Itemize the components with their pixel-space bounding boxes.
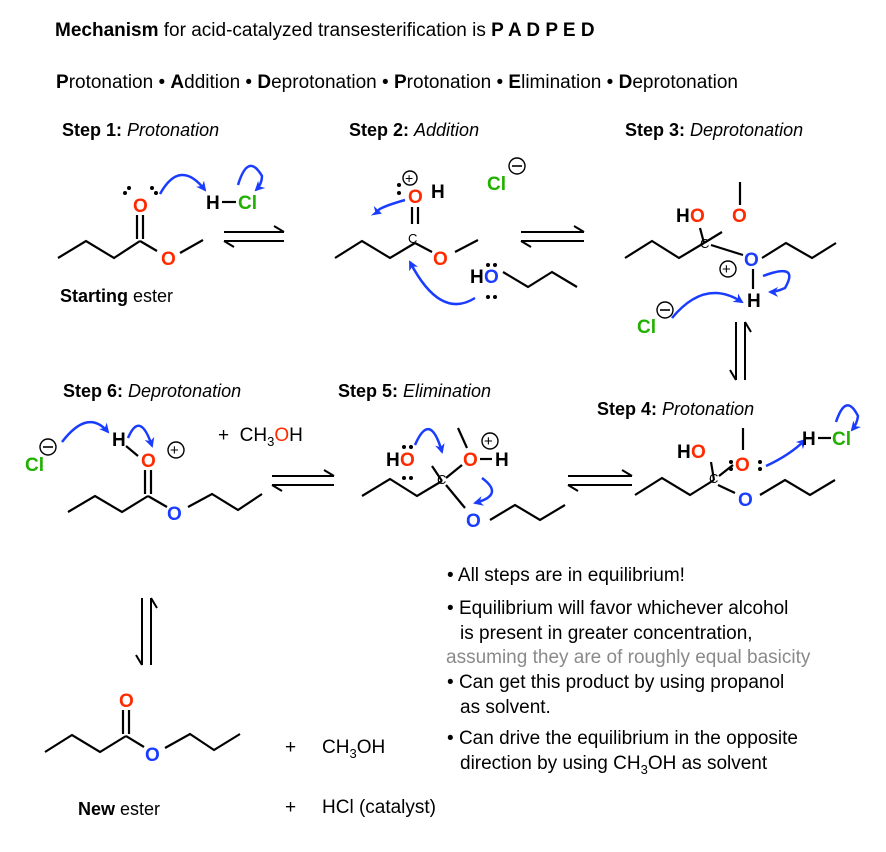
step4-ho-h: H [677, 442, 691, 463]
equilibrium-5-6 [271, 469, 335, 492]
step2-c: C [408, 231, 417, 246]
step5-arrow-leave [473, 476, 494, 506]
svg-text:+: + [405, 170, 413, 186]
step4-propoxy-o: O [738, 490, 753, 511]
svg-text:C: C [437, 472, 446, 487]
note-4-line-1: • Can drive the equilibrium in the oppos… [447, 728, 798, 749]
step1-cl: Cl [238, 193, 257, 214]
step3-h: H [747, 291, 761, 312]
note-2-gray-line: assuming they are of roughly equal basic… [446, 647, 811, 668]
step2-propanol-o: O [484, 267, 499, 288]
new-ester-propoxy-o: O [145, 745, 160, 766]
step1-arrow-to-h [158, 173, 207, 195]
step4-arrow-to-cl [834, 404, 861, 432]
step6-propoxy-o: O [167, 504, 182, 525]
step6-arrow-to-h [61, 420, 110, 443]
step4-h: H [802, 429, 816, 450]
step3-oxonium-o: O [744, 250, 759, 271]
bottom-methanol: CH3OH [322, 737, 386, 761]
note-4-line-2: direction by using CH3OH as solvent [460, 753, 768, 777]
step1-lone-pairs [123, 186, 158, 195]
step3-methoxy-o: O [732, 206, 747, 227]
step2-cl: Cl [487, 174, 506, 195]
step4-arrow-to-h [765, 438, 807, 468]
step2-arrow-pi [370, 198, 406, 216]
step2-ester-o: O [433, 249, 448, 270]
step-3-label: Step 3: Deprotonation [625, 120, 804, 140]
step5-propoxy-o: O [466, 511, 481, 532]
equilibrium-4-5 [567, 469, 633, 492]
step6-arrow-bond [126, 424, 155, 448]
step3-ho-o: O [690, 206, 705, 227]
svg-text:C: C [700, 236, 709, 251]
equilibrium-6-product [135, 597, 158, 666]
equilibrium-2-3 [520, 225, 585, 248]
note-2-line-2: is present in greater concentration, [460, 623, 753, 644]
step6-h: H [112, 430, 126, 451]
svg-text:C: C [709, 471, 718, 486]
step5-structure [361, 427, 566, 522]
acronym-line: Protonation • Addition • Deprotonation •… [56, 72, 738, 93]
step5-ho-h: H [386, 450, 400, 471]
step6-methanol: + CH3OH [218, 425, 303, 449]
step4-cl: Cl [832, 429, 851, 450]
step1-ester-o: O [161, 249, 176, 270]
page-title: Mechanism for acid-catalyzed transesteri… [55, 20, 595, 41]
new-ester-carbonyl-o: O [119, 691, 134, 712]
step4-methoxy-o: O [735, 455, 750, 476]
note-3-line-2: as solvent. [460, 697, 551, 718]
step3-structure [624, 182, 837, 260]
step2-h: H [431, 182, 445, 203]
step3-arrow-bond [762, 269, 791, 297]
step5-h: H [495, 450, 509, 471]
equilibrium-1-2 [223, 225, 285, 248]
step-2-label: Step 2: Addition [349, 120, 480, 140]
step3-cl: Cl [637, 317, 656, 338]
step-1-label: Step 1: Protonation [62, 120, 220, 140]
catalyst-label: HCl (catalyst) [322, 797, 437, 818]
step5-ho-o: O [400, 450, 415, 471]
starting-ester-structure [57, 215, 204, 260]
step-6-label: Step 6: Deprotonation [63, 381, 242, 401]
bottom-plus-2: + [285, 797, 297, 818]
equilibrium-3-4 [729, 321, 752, 381]
note-1: • All steps are in equilibrium! [447, 565, 685, 586]
step2-carbonyl-o: O [408, 187, 423, 208]
note-3-line-1: • Can get this product by using propanol [447, 672, 785, 693]
step-4-label: Step 4: Protonation [597, 399, 755, 419]
step5-oxonium-o: O [463, 450, 478, 471]
step6-structure [67, 470, 263, 514]
step5-arrow-reform-pi [413, 428, 445, 454]
starting-ester-label: Starting ester [60, 286, 174, 306]
step2-structure [334, 207, 479, 260]
svg-text:+: + [722, 261, 731, 278]
step-5-label: Step 5: Elimination [338, 381, 492, 401]
bottom-plus-1: + [285, 737, 297, 758]
step1-carbonyl-o: O [133, 196, 148, 217]
step4-ho-o: O [691, 442, 706, 463]
step4-structure [634, 428, 836, 497]
step3-ho-h: H [676, 206, 690, 227]
step1-h: H [206, 193, 220, 214]
step2-propanol-h: H [470, 267, 484, 288]
step2-arrow-addition [408, 260, 476, 306]
svg-text:+: + [484, 433, 493, 450]
svg-text:+: + [170, 442, 179, 459]
note-2-line-1: • Equilibrium will favor whichever alcoh… [447, 598, 789, 619]
step6-carbonyl-o: O [141, 451, 156, 472]
step6-cl: Cl [25, 455, 44, 476]
new-ester-label: New ester [78, 799, 161, 819]
new-ester-structure [44, 710, 241, 754]
step1-arrow-to-cl [236, 164, 266, 192]
step3-arrow-to-h [671, 291, 744, 319]
